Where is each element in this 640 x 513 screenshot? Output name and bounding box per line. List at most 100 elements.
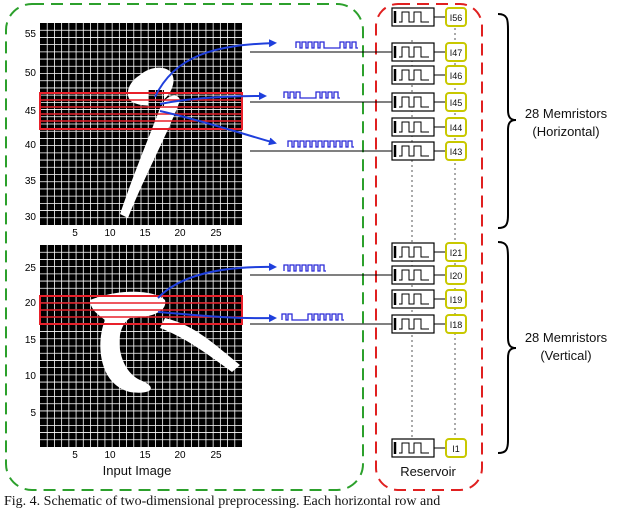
- memristor-label: I56: [450, 13, 463, 23]
- arrow-row-bottom-2: [157, 311, 277, 323]
- top-x-axis: 5 10 15 20 25: [72, 228, 222, 239]
- bottom-y-tick: 15: [25, 335, 37, 346]
- bottom-x-axis: 5 10 15 20 25: [72, 450, 222, 461]
- memristor-box: [445, 117, 467, 137]
- square-wave-icon: [399, 121, 429, 133]
- memristor-label: I47: [450, 48, 463, 58]
- input-image-label: Input Image: [103, 463, 172, 478]
- top-x-tick: 15: [139, 228, 151, 239]
- pulse-generator-box: [391, 42, 435, 62]
- pulse-generator-box: [391, 314, 435, 334]
- bottom-x-tick: 20: [174, 450, 186, 461]
- connection-lines: [250, 51, 392, 325]
- pulse-generator-box: [391, 117, 435, 137]
- memristor-label: I46: [450, 71, 463, 81]
- pulse-train: [295, 41, 358, 49]
- memristor-box: [445, 242, 467, 262]
- square-wave-icon: [399, 46, 429, 58]
- memristor-box: [445, 7, 467, 27]
- arrow-row-top-1: [154, 39, 277, 98]
- memristor-label: I20: [450, 271, 463, 281]
- memristor-label: I44: [450, 123, 463, 133]
- memristor-label: I45: [450, 98, 463, 108]
- memristor-box: [445, 92, 467, 112]
- input-frame: [5, 3, 364, 491]
- top-y-tick: 30: [25, 212, 37, 223]
- arrow-row-bottom-1: [157, 262, 277, 299]
- bottom-x-tick: 10: [104, 450, 116, 461]
- memristor-label: I18: [450, 320, 463, 330]
- horizontal-brace: [497, 13, 517, 229]
- reservoir-frame: [375, 3, 483, 491]
- square-wave-icon: [399, 293, 429, 305]
- signal-arrows: [154, 39, 277, 323]
- bottom-x-tick: 15: [139, 450, 151, 461]
- memristor-label: I1: [452, 444, 460, 454]
- bottom-y-tick: 25: [25, 263, 37, 274]
- pulse-generator-box: [391, 141, 435, 161]
- pulse-train: [281, 313, 344, 321]
- square-wave-icon: [399, 269, 429, 281]
- memristor-label: I43: [450, 147, 463, 157]
- pulse-train: [287, 140, 354, 148]
- square-wave-icon: [399, 96, 429, 108]
- bottom-y-tick: 5: [30, 408, 36, 419]
- top-x-tick: 25: [210, 228, 222, 239]
- square-wave-icon: [399, 318, 429, 330]
- square-wave-icon: [399, 442, 429, 454]
- pulse-generator-box: [391, 92, 435, 112]
- top-y-tick: 40: [25, 140, 37, 151]
- bottom-x-tick: 5: [72, 450, 78, 461]
- square-wave-icon: [399, 246, 429, 258]
- reservoir-label: Reservoir: [400, 464, 456, 479]
- square-wave-icon: [399, 145, 429, 157]
- pulse-generator-box: [391, 242, 435, 262]
- top-row-highlight: [39, 92, 243, 130]
- pulse-generator-box: [391, 289, 435, 309]
- vertical-group-title: 28 Memristors: [525, 330, 608, 345]
- digit-stroke: [120, 95, 180, 218]
- pulse-train: [283, 264, 326, 272]
- top-x-tick: 20: [174, 228, 186, 239]
- memristor-box: [445, 438, 467, 458]
- memristor-label: I19: [450, 295, 463, 305]
- memristor-box: [445, 314, 467, 334]
- square-wave-icon: [399, 69, 429, 81]
- top-x-tick: 10: [104, 228, 116, 239]
- pulse-trains: [281, 41, 358, 321]
- pulse-generator-box: [391, 438, 435, 458]
- memristor-box: [445, 265, 467, 285]
- pulse-train: [283, 91, 340, 99]
- pulse-generator-box: [391, 7, 435, 27]
- top-y-tick: 50: [25, 68, 37, 79]
- top-y-tick: 45: [25, 106, 37, 117]
- vertical-brace: [497, 241, 517, 454]
- bottom-image-grid: [40, 245, 242, 447]
- vertical-group-subtitle: (Vertical): [540, 348, 591, 363]
- bottom-x-tick: 25: [210, 450, 222, 461]
- top-y-tick: 35: [25, 176, 37, 187]
- memristor-label: I21: [450, 248, 463, 258]
- top-y-axis: 55 50 45 40 35 30: [25, 29, 37, 223]
- highlight-box: [39, 92, 243, 130]
- horizontal-group-subtitle: (Horizontal): [532, 124, 599, 139]
- memristor-box: [445, 42, 467, 62]
- pulse-generator-box: [391, 265, 435, 285]
- top-y-tick: 55: [25, 29, 37, 40]
- figure-caption: Fig. 4. Schematic of two-dimensional pre…: [4, 494, 441, 509]
- top-x-tick: 5: [72, 228, 78, 239]
- top-image-grid: [40, 23, 242, 225]
- arrow-row-top-3: [159, 110, 277, 146]
- memristor-box: [445, 65, 467, 85]
- square-wave-icon: [399, 11, 429, 23]
- pulse-generator-box: [391, 65, 435, 85]
- bottom-y-tick: 20: [25, 298, 37, 309]
- arrow-row-top-2: [159, 92, 267, 105]
- bottom-y-tick: 10: [25, 371, 37, 382]
- memristor-box: [445, 141, 467, 161]
- bottom-y-axis: 25 20 15 10 5: [25, 263, 37, 419]
- bottom-input-image: [39, 245, 243, 447]
- horizontal-group-title: 28 Memristors: [525, 106, 608, 121]
